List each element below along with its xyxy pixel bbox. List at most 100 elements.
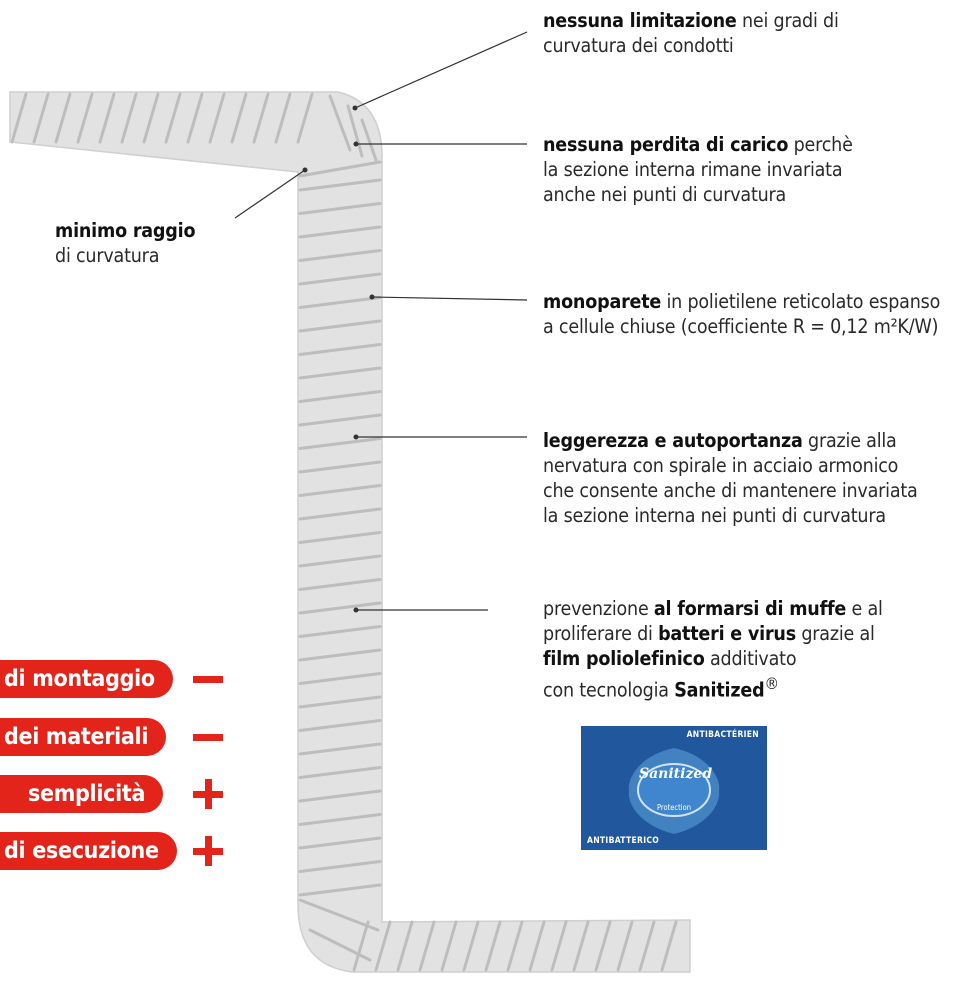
rib-line bbox=[298, 554, 382, 568]
callout-bold: al formarsi di muffe bbox=[653, 597, 847, 620]
callout-text: in polietilene reticolato espanso bbox=[661, 290, 941, 313]
rib-line bbox=[298, 319, 382, 333]
spiral-ribs bbox=[10, 92, 678, 972]
rib-line bbox=[528, 920, 546, 972]
rib-line bbox=[298, 160, 382, 178]
pill-assembly: di montaggio bbox=[0, 660, 173, 698]
rib-line bbox=[298, 296, 382, 309]
callout-text: grazie alla bbox=[802, 429, 897, 452]
rib-line bbox=[298, 413, 382, 427]
callout-text: la sezione interna nei punti di curvatur… bbox=[543, 504, 886, 527]
badge-bottom-text: ANTIBATTERICO bbox=[587, 836, 660, 846]
rib-line bbox=[298, 766, 382, 779]
callout-bold: monoparete bbox=[543, 290, 662, 313]
rib-line bbox=[164, 92, 182, 144]
callout-bold: leggerezza e autoportanza bbox=[543, 429, 803, 452]
rib-line bbox=[298, 719, 382, 732]
rib-line bbox=[298, 789, 382, 803]
rib-line bbox=[418, 920, 436, 972]
callout-text: la sezione interna rimane invariata bbox=[543, 158, 843, 181]
rib-line bbox=[328, 94, 352, 152]
callout-text: di curvatura bbox=[55, 244, 160, 267]
rib-line bbox=[10, 92, 28, 144]
rib-line bbox=[298, 202, 382, 215]
rib-line bbox=[484, 920, 502, 972]
pill-label: di esecuzione bbox=[4, 838, 159, 864]
callout-bold: Sanitized bbox=[674, 678, 765, 702]
rib-line bbox=[76, 92, 94, 144]
callout-text: a cellule chiuse (coefficiente R = 0,12 … bbox=[543, 315, 939, 338]
callout-text: e al bbox=[846, 597, 883, 620]
badge-top-text: ANTIBACTÉRIEN bbox=[686, 730, 759, 740]
rib-line bbox=[274, 92, 292, 144]
rib-line bbox=[298, 578, 382, 591]
rib-line bbox=[298, 178, 382, 192]
callout-text: perchè bbox=[788, 133, 853, 156]
rib-line bbox=[298, 695, 382, 709]
rib-line bbox=[298, 813, 382, 826]
callout-min-radius: minimo raggio di curvatura bbox=[55, 218, 196, 268]
rib-line bbox=[298, 672, 382, 685]
rib-line bbox=[298, 225, 382, 239]
rib-line bbox=[252, 92, 270, 144]
rib-line bbox=[550, 920, 568, 972]
callout-monowall: monoparete in polietilene reticolato esp… bbox=[543, 289, 940, 339]
rib-line bbox=[298, 836, 382, 850]
rib-line bbox=[308, 928, 372, 962]
rib-line bbox=[440, 920, 458, 972]
rib-line bbox=[298, 272, 382, 286]
rib-line bbox=[230, 92, 248, 144]
plus-icon bbox=[193, 779, 223, 809]
rib-line bbox=[298, 625, 382, 638]
callout-text: prevenzione bbox=[543, 597, 654, 620]
sanitized-badge: ANTIBACTÉRIEN Sanitized Protection ANTIB… bbox=[581, 726, 767, 850]
pill-label: semplicità bbox=[28, 781, 146, 807]
badge-sub-text: Protection bbox=[656, 803, 692, 812]
rib-line bbox=[298, 601, 382, 615]
rib-line bbox=[54, 92, 72, 144]
pill-execution: di esecuzione bbox=[0, 832, 177, 870]
rib-line bbox=[572, 920, 590, 972]
callout-bold: nessuna perdita di carico bbox=[543, 133, 789, 156]
callout-text: proliferare di bbox=[543, 622, 659, 645]
rib-line bbox=[208, 92, 226, 144]
callout-text: nei gradi di bbox=[736, 9, 839, 32]
rib-line bbox=[298, 860, 382, 873]
callout-bold: batteri e virus bbox=[658, 622, 796, 645]
minus-icon bbox=[193, 676, 223, 683]
callout-bold: nessuna limitazione bbox=[543, 9, 737, 32]
rib-line bbox=[396, 920, 414, 972]
callout-text: grazie al bbox=[795, 622, 875, 645]
rib-line bbox=[346, 104, 364, 158]
rib-line bbox=[298, 883, 382, 897]
badge-graphic bbox=[628, 748, 720, 834]
plus-icon bbox=[193, 836, 223, 866]
rib-line bbox=[616, 920, 634, 972]
rib-line bbox=[298, 484, 382, 497]
rib-line bbox=[298, 742, 382, 756]
rib-line bbox=[142, 92, 160, 144]
rib-line bbox=[506, 920, 524, 972]
rib-line bbox=[298, 390, 382, 403]
rib-line bbox=[298, 437, 382, 450]
rib-line bbox=[298, 460, 382, 474]
rib-line bbox=[98, 92, 116, 144]
registered-mark: ® bbox=[764, 674, 779, 693]
rib-line bbox=[298, 507, 382, 521]
rib-line bbox=[298, 343, 382, 356]
rib-line bbox=[298, 531, 382, 544]
callout-lightness: leggerezza e autoportanza grazie alla ne… bbox=[543, 428, 918, 528]
rib-line bbox=[298, 648, 382, 662]
callout-bold: film poliolefinico bbox=[543, 647, 705, 670]
rib-line bbox=[120, 92, 138, 144]
callout-text: con tecnologia bbox=[543, 678, 675, 702]
rib-line bbox=[638, 920, 656, 972]
callout-text: che consente anche di mantenere invariat… bbox=[543, 479, 918, 502]
callout-bold: minimo raggio bbox=[55, 219, 196, 242]
leader-lines bbox=[234, 31, 528, 611]
rib-line bbox=[298, 366, 382, 380]
leader-dots bbox=[302, 105, 375, 613]
badge-logo-text: Sanitized bbox=[639, 766, 713, 782]
callout-prevention: prevenzione al formarsi di muffe e al pr… bbox=[543, 596, 883, 703]
